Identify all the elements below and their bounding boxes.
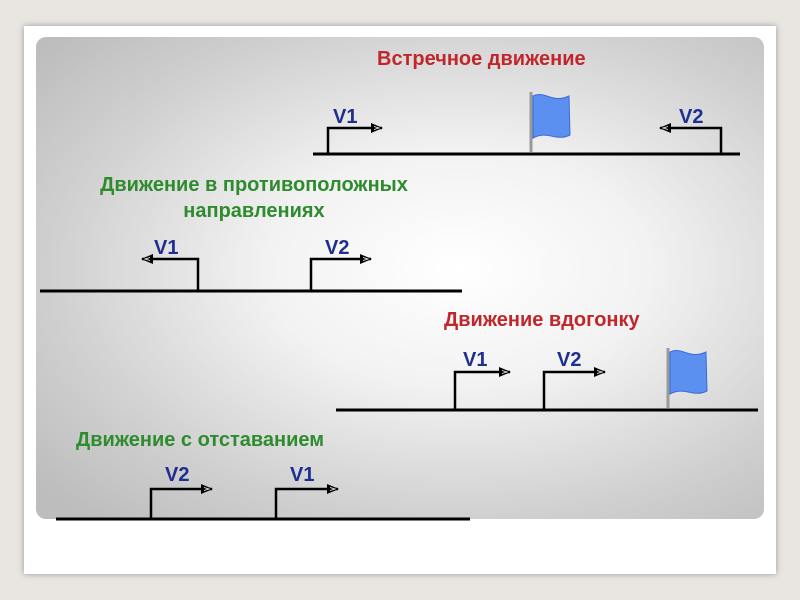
title-opposite-line1: Движение в противоположных [100,174,408,196]
flag-icon [666,348,708,408]
scene-lagging [56,484,470,521]
arrow-right-icon [274,484,339,519]
title-opposite: Движение в противоположных направлениях [40,172,468,224]
slide-panel [36,37,764,519]
arrow-right-icon [542,367,606,410]
scene-oncoming [313,92,740,156]
arrow-left-icon [659,123,723,154]
label-lagging-left: V2 [165,464,190,486]
flag-icon [529,92,571,152]
title-opposite-line2: направлениях [183,200,325,222]
label-lagging-right: V1 [290,464,315,486]
label-oncoming-left: V1 [333,106,358,128]
scene-opposite [40,254,462,293]
scene-catching [336,348,758,412]
label-catching-right: V2 [557,349,582,371]
label-opposite-right: V2 [325,237,350,259]
title-oncoming: Встречное движение [377,48,586,70]
arrow-right-icon [309,254,372,291]
arrow-right-icon [326,123,383,154]
title-lagging: Движение с отставанием [76,429,325,451]
arrow-left-icon [141,254,200,291]
arrow-right-icon [149,484,213,519]
label-catching-left: V1 [463,349,488,371]
label-opposite-left: V1 [154,237,179,259]
label-oncoming-right: V2 [679,106,704,128]
arrow-right-icon [453,367,511,410]
title-catching: Движение вдогонку [444,309,640,331]
